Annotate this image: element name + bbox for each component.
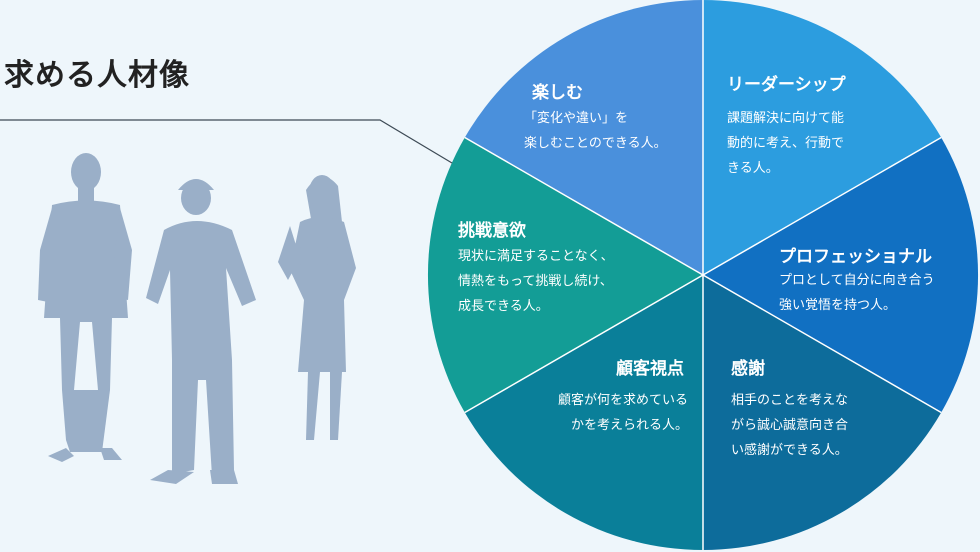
segment-title-gratitude: 感謝 xyxy=(731,359,765,379)
segment-title-enjoy: 楽しむ xyxy=(532,83,583,103)
desc-line: 顧客が何を求めている xyxy=(557,393,688,408)
businessman-icon xyxy=(38,153,132,462)
desc-line: 成長できる人。 xyxy=(458,299,549,314)
desc-line: 現状に満足することなく、 xyxy=(458,249,614,264)
segment-desc-professional: プロとして自分に向き合う 強い覚悟を持つ人。 xyxy=(779,268,935,318)
desc-line: 「変化や違い」を xyxy=(524,111,629,126)
wedge-challenge xyxy=(427,137,703,413)
segment-desc-challenge: 現状に満足することなく、 情熱をもって挑戦し続け、 成長できる人。 xyxy=(458,244,614,319)
wedge-separators xyxy=(464,0,942,550)
desc-line: 楽しむことのできる人。 xyxy=(524,136,667,151)
segment-desc-customer: 顧客が何を求めている かを考えられる人。 xyxy=(520,388,688,438)
desc-line: 強い覚悟を持つ人。 xyxy=(779,298,897,313)
desc-line: 課題解決に向けて能 xyxy=(727,111,845,126)
segment-title-challenge: 挑戦意欲 xyxy=(458,221,526,241)
wedge-enjoy xyxy=(464,0,703,275)
desc-line: プロとして自分に向き合う xyxy=(779,273,935,288)
wedge-professional xyxy=(703,137,979,413)
businesswoman-icon xyxy=(278,175,356,440)
leader-line xyxy=(0,119,453,164)
segment-desc-leadership: 課題解決に向けて能 動的に考え、行動で きる人。 xyxy=(727,106,844,181)
segment-title-leadership: リーダーシップ xyxy=(727,75,846,95)
wedge-leadership xyxy=(703,0,942,275)
desc-line: 相手のことを考えな xyxy=(731,393,849,408)
wedge-gratitude xyxy=(703,275,942,550)
worker-icon xyxy=(146,179,256,484)
segment-desc-gratitude: 相手のことを考えな がら誠心誠意向き合 い感謝ができる人。 xyxy=(731,388,848,463)
desc-line: かを考えられる人。 xyxy=(570,418,688,433)
segment-title-customer: 顧客視点 xyxy=(616,359,684,379)
desc-line: きる人。 xyxy=(727,161,779,176)
desc-line: がら誠心誠意向き合 xyxy=(731,418,849,433)
wedge-customer xyxy=(464,275,703,550)
desc-line: 動的に考え、行動で xyxy=(727,136,845,151)
desc-line: 情熱をもって挑戦し続け、 xyxy=(458,274,613,289)
segment-desc-enjoy: 「変化や違い」を 楽しむことのできる人。 xyxy=(524,106,667,156)
desc-line: い感謝ができる人。 xyxy=(731,443,848,458)
people-silhouette xyxy=(38,153,356,484)
segment-title-professional: プロフェッショナル xyxy=(779,247,932,267)
page-title: 求める人材像 xyxy=(4,58,190,93)
